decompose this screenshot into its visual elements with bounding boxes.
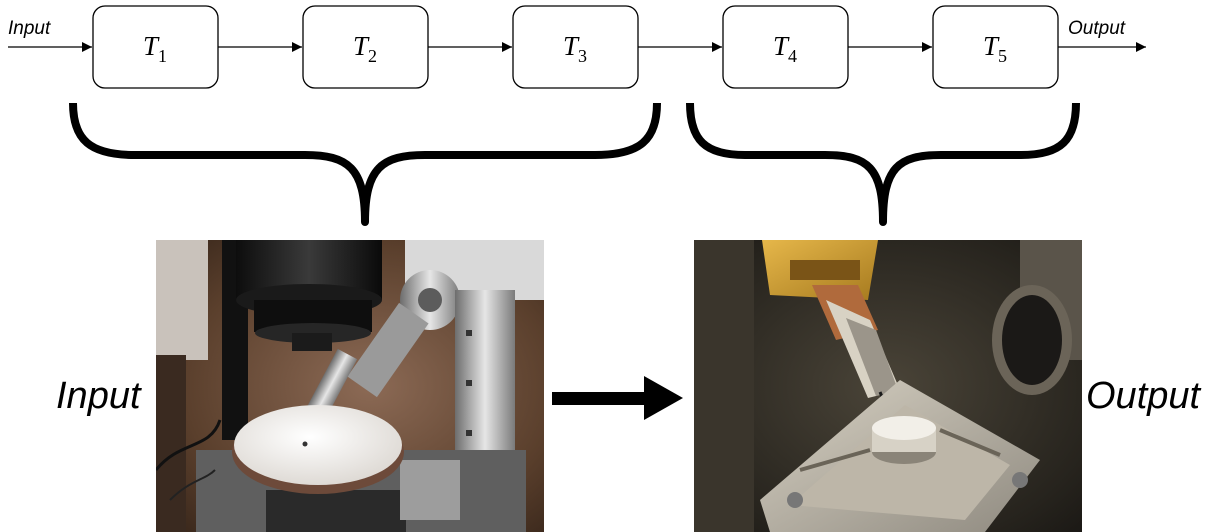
input-photo — [156, 240, 544, 532]
pipeline-input-label: Input — [8, 18, 51, 39]
brace-t4-t5 — [686, 102, 1080, 226]
stage-label-t3: T3 — [563, 31, 587, 66]
photo-output-label: Output — [1086, 375, 1202, 417]
stage-label-t4: T4 — [773, 31, 797, 66]
pipeline-output-label: Output — [1068, 18, 1126, 39]
stage-label-t2: T2 — [353, 31, 377, 66]
brace-t1-t3 — [69, 102, 661, 226]
arrow-right-icon — [552, 376, 683, 420]
photo-input-label: Input — [56, 375, 142, 417]
stage-label-t5: T5 — [983, 31, 1007, 66]
stage-label-t1: T1 — [143, 31, 167, 66]
output-photo — [694, 240, 1082, 532]
